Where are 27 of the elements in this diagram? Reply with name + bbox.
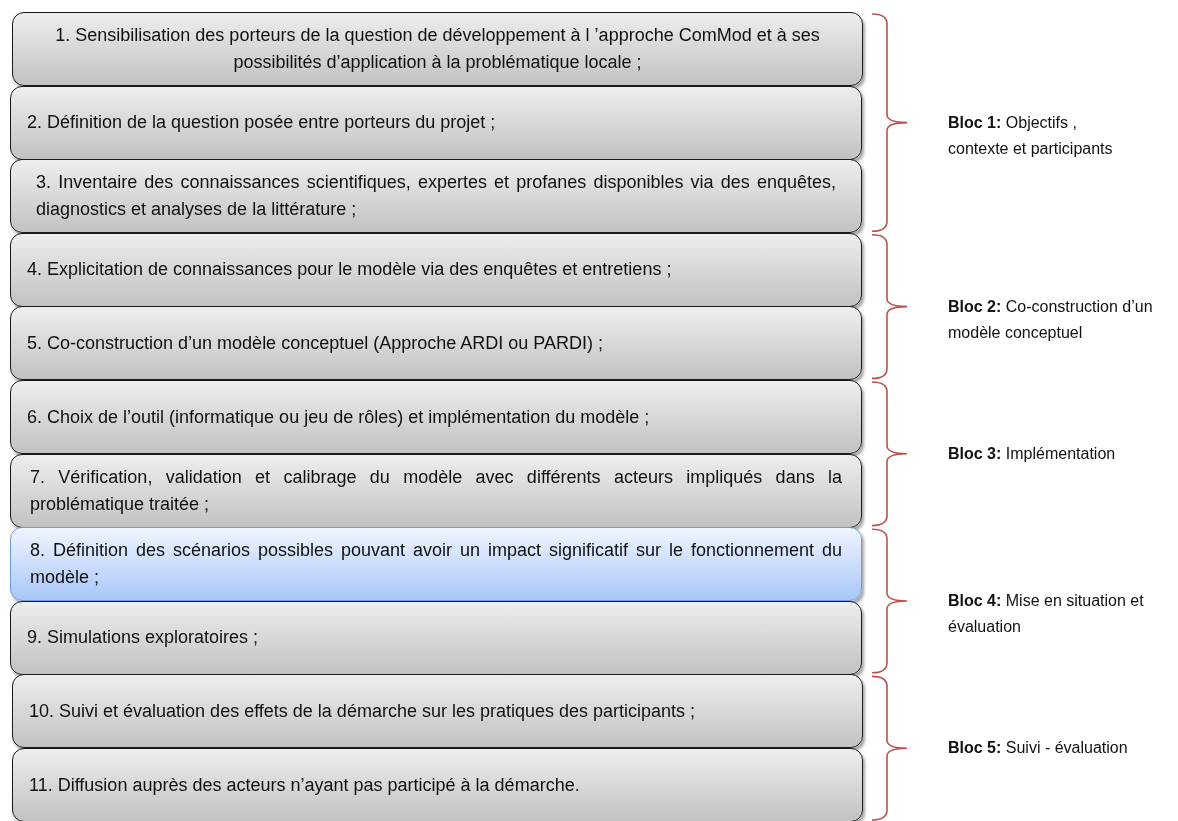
- step-box: [10, 232, 862, 307]
- step-text: 9. Simulations exploratoires ;: [27, 626, 260, 650]
- step-text: 3. Inventaire des connaissances scientifiques, expertes et profanes disponibles via des enquêtes, diagnostics et analyses de la littérature ;: [36, 171, 836, 222]
- step-box: [10, 380, 862, 454]
- step-box: [10, 306, 862, 381]
- step-text: 10. Suivi et évaluation des effets de la démarche sur les pratiques des participants ;: [29, 699, 697, 723]
- step-text: 11. Diffusion auprès des acteurs n’ayant pas participé à la démarche.: [29, 773, 581, 797]
- step-text: 6. Choix de l’outil (informatique ou jeu de rôles) et implémentation du modèle ;: [27, 405, 651, 429]
- step-box: [10, 527, 862, 602]
- block-label: Bloc 1: Objectifs , contexte et participants: [948, 112, 1114, 159]
- step-box: [10, 85, 862, 160]
- block-label: Bloc 5: Suivi - évaluation: [948, 738, 1129, 759]
- step-text: 7. Vérification, validation et calibrage du modèle avec différents acteurs impliqués dans la problématique traitée ;: [30, 465, 842, 516]
- block-label: Bloc 4: Mise en situation et évaluation: [948, 591, 1145, 637]
- step-text: 8. Définition des scénarios possibles pouvant avoir un impact significatif sur le fonctionnement du modèle ;: [30, 539, 842, 590]
- step-text: 5. Co-construction d’un modèle conceptuel (Approche ARDI ou PARDI) ;: [27, 331, 604, 355]
- step-box: [10, 159, 862, 234]
- block-label: Bloc 2: Co-construction d’un modèle conceptuel: [948, 296, 1154, 343]
- step-box: [12, 674, 863, 749]
- step-text: 1. Sensibilisation des porteurs de la question de développement à l ’approche ComMod et à ses possibilités d’application à la problématique locale ;: [54, 24, 821, 74]
- step-box: [10, 453, 862, 528]
- block-label: Bloc 3: Implémentation: [948, 443, 1117, 464]
- step-box: [12, 12, 863, 86]
- step-text: 2. Définition de la question posée entre porteurs du projet ;: [27, 111, 497, 135]
- step-box: [10, 600, 862, 675]
- step-text: 4. Explicitation de connaissances pour le modèle via des enquêtes et entretiens ;: [27, 258, 673, 282]
- step-box: [12, 748, 863, 821]
